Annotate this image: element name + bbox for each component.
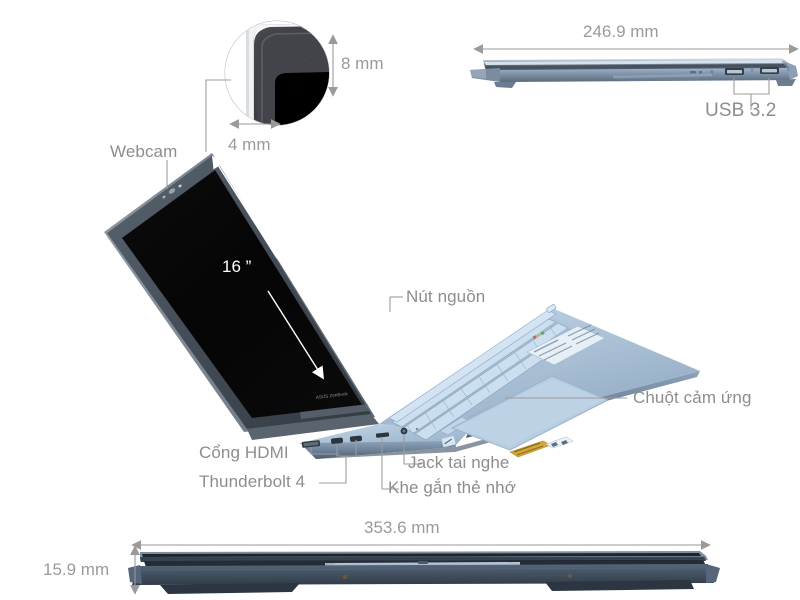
callout-touchpad-label: Chuột cảm ứng: [633, 388, 752, 407]
spec-sticker: [526, 324, 606, 366]
detail-leader-line: [205, 79, 231, 152]
usb-leader-line: [733, 78, 770, 95]
hdmi-leader-line: [310, 447, 339, 455]
closed-laptop-side-view: [470, 58, 798, 88]
card-slot-port: [375, 432, 390, 438]
closed-laptop-front-view: [128, 551, 720, 594]
svg-text:ASUS ZenBook: ASUS ZenBook: [316, 391, 349, 400]
callout-usb-label: USB 3.2: [705, 100, 777, 121]
callout-headphone-label: Jack tai nghe: [408, 453, 510, 472]
dim-4mm-label: 4 mm: [228, 135, 271, 154]
headphone-leader-line: [403, 435, 422, 465]
callout-thunderbolt-label: Thunderbolt 4: [199, 472, 306, 491]
callout-power-button-label: Nút nguồn: [406, 287, 486, 306]
open-laptop-view: ASUS ZenBook: [104, 153, 700, 459]
port-cluster: [301, 427, 419, 448]
callout-card-slot-label: Khe gắn thẻ nhớ: [388, 478, 516, 497]
card-slot-leader-line: [381, 438, 399, 490]
dim-16in-line-lower: [267, 290, 324, 380]
deck-badges: [441, 435, 574, 458]
thunderbolt-port-2: [349, 435, 363, 442]
thunderbolt-port-1: [330, 437, 344, 444]
bezel-detail-view: [224, 20, 330, 126]
usb-ports: [725, 66, 790, 75]
webcam-module: [162, 184, 182, 199]
dim-16in-line: [212, 155, 278, 259]
dim-height-label: 15.9 mm: [43, 560, 110, 579]
dim-screen-size-label: 16 ”: [222, 257, 252, 276]
power-button-key: [546, 304, 557, 313]
callout-hdmi-label: Cổng HDMI: [199, 443, 289, 462]
status-leds: [690, 70, 714, 74]
callout-webcam-label: Webcam: [110, 142, 178, 161]
dim-8mm-label: 8 mm: [341, 54, 384, 73]
dim-depth-label: 246.9 mm: [583, 22, 659, 41]
dim-width-label: 353.6 mm: [364, 518, 440, 537]
